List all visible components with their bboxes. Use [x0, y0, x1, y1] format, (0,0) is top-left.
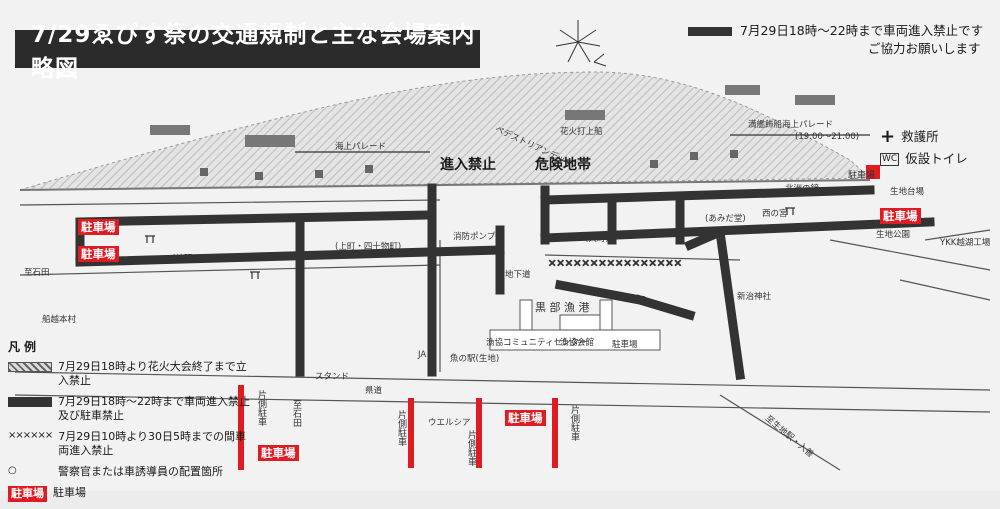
shoreline: [19, 179, 871, 191]
toilet-icon: WC: [880, 152, 900, 166]
daiwa-label: (大町): [585, 234, 609, 244]
parking-tag-5: 駐車場: [880, 208, 921, 224]
shinjinja-label: 新治神社: [737, 292, 772, 302]
prefectural-road-label: 県道: [365, 386, 383, 396]
police-pump-label: 消防ポンプ: [453, 232, 496, 242]
harbor-parking-label: 駐車場: [612, 340, 638, 350]
legend-solid-text: 7月29日18時～22時まで車両進入禁止及び駐車禁止: [58, 395, 250, 422]
dot-swatch: ○: [8, 465, 17, 476]
parking-square: [866, 165, 880, 179]
legend: 凡例 7月29日18時より花火大会終了まで立入禁止 7月29日18時～22時まで…: [8, 340, 253, 509]
legend-item-hatch: 7月29日18時より花火大会終了まで立入禁止: [8, 360, 253, 388]
ainomachi-label: (あみだ堂): [705, 214, 746, 224]
one-side-parking-3: 片側駐車: [466, 430, 476, 466]
legend-item-solid: 7月29日18時～22時まで車両進入禁止及び駐車禁止: [8, 395, 253, 423]
fishing-union-label: 漁協会館: [560, 338, 595, 348]
parking-strip-4: [552, 398, 558, 468]
one-side-parking-2: 片側駐車: [396, 410, 406, 446]
ueshin-label: (上町・四十物町): [335, 242, 402, 252]
kitaguchi-label: 北洲の鐘: [785, 184, 820, 194]
parking-strip-2: [408, 398, 414, 468]
legend-item-parking: 駐車場 駐車場: [8, 486, 253, 502]
ja-label: JA: [418, 350, 427, 360]
map-sheet: ××××××××××××××××: [8, 20, 991, 502]
sea-parade-label: 海上パレード: [335, 142, 387, 152]
jinmei-label: (神明町): [172, 254, 205, 264]
cross-restriction: ××××××××××××××××: [548, 258, 683, 270]
notice-line-1: 7月29日18時～22時まで車両進入禁止です: [740, 23, 984, 38]
parking-label-top: 駐車場: [848, 171, 876, 181]
legend-cross-text: 7月29日10時より30日5時までの間車両進入禁止: [58, 430, 247, 457]
parking-tag-4: 駐車場: [505, 410, 546, 426]
closure-notice: 7月29日18時～22時まで車両進入禁止です ご協力お願いします: [688, 22, 988, 58]
page-title: 7/29ゑびす祭の交通規制と主な会場案内略図: [15, 22, 480, 82]
toilet-label: 仮設トイレ: [905, 151, 968, 166]
legend-hatch-text: 7月29日18時より花火大会終了まで立入禁止: [58, 360, 247, 387]
legend-item-dot: ○ 警察官または車誘導員の配置箇所: [8, 465, 253, 479]
uelsia-label: ウエルシア: [428, 418, 471, 428]
legend-dot-text: 警察官または車誘導員の配置箇所: [58, 465, 223, 478]
ikuji-daiba-label: 生地台場: [890, 187, 925, 197]
fireworks-launch-label: 花火打上船: [560, 127, 603, 137]
parking-tag-1: 駐車場: [78, 219, 119, 235]
stand-label-1: スタンド: [315, 372, 350, 382]
ikuji-park-label: 生地公園: [876, 230, 911, 240]
hatch-swatch: [8, 362, 52, 372]
notice-line-2: ご協力お願いします: [868, 41, 981, 56]
legend-parking-text: 駐車場: [53, 486, 86, 499]
first-aid-label: 救護所: [901, 129, 939, 144]
shore-stalls: [200, 150, 738, 180]
thin-roads: [14, 199, 991, 471]
parking-strip-1: [238, 385, 244, 470]
fleet-parade-time: (19:00～21:00): [795, 132, 860, 142]
parade-arrows: [295, 134, 870, 153]
kurobe-port-label: 黒 部 漁 港: [535, 301, 590, 314]
to-ishida-label: 至石田: [24, 268, 50, 278]
no-entry-label: 進入禁止: [440, 157, 496, 173]
map-drawing: ××××××××××××××××: [14, 20, 991, 471]
one-side-parking-4: 片側駐車: [569, 405, 579, 441]
closure-bar-swatch: [688, 27, 732, 36]
one-side-parking-1: 片側駐車: [256, 390, 266, 426]
parking-strip-3: [476, 398, 482, 468]
parking-swatch: 駐車場: [8, 486, 47, 502]
cross-swatch: ××××××: [8, 430, 53, 441]
harbor: [489, 299, 661, 351]
fireworks: [555, 20, 607, 67]
to-ishida-2-label: 至石田: [291, 400, 301, 427]
solid-swatch: [8, 397, 52, 407]
shrine-marks: [145, 207, 795, 279]
boats: [150, 85, 835, 147]
parking-tag-2: 駐車場: [78, 246, 119, 262]
facility-legend: + 救護所 WC 仮設トイレ: [880, 126, 968, 170]
svg-text:××××××××××××××××: ××××××××××××××××: [548, 258, 682, 269]
community-center-label: 漁協コミュニティセンター: [486, 338, 588, 348]
underpass-label: 地下道: [505, 270, 531, 280]
legend-item-cross: ×××××× 7月29日10時より30日5時までの間車両進入禁止: [8, 430, 253, 458]
nishinomiya-label: 西の宮: [762, 209, 788, 219]
fishing-village-label: 船越本村: [42, 315, 77, 325]
station-label: 魚の駅(生地): [450, 354, 500, 364]
fleet-parade-label: 満艦飾船海上パレード: [748, 120, 834, 130]
ykk-label: YKK越湖工場: [940, 238, 991, 248]
danger-zone-label: 危険地帯: [535, 157, 591, 173]
first-aid-icon: +: [880, 126, 896, 147]
legend-header: 凡例: [8, 340, 41, 354]
parking-tag-3: 駐車場: [258, 445, 299, 461]
